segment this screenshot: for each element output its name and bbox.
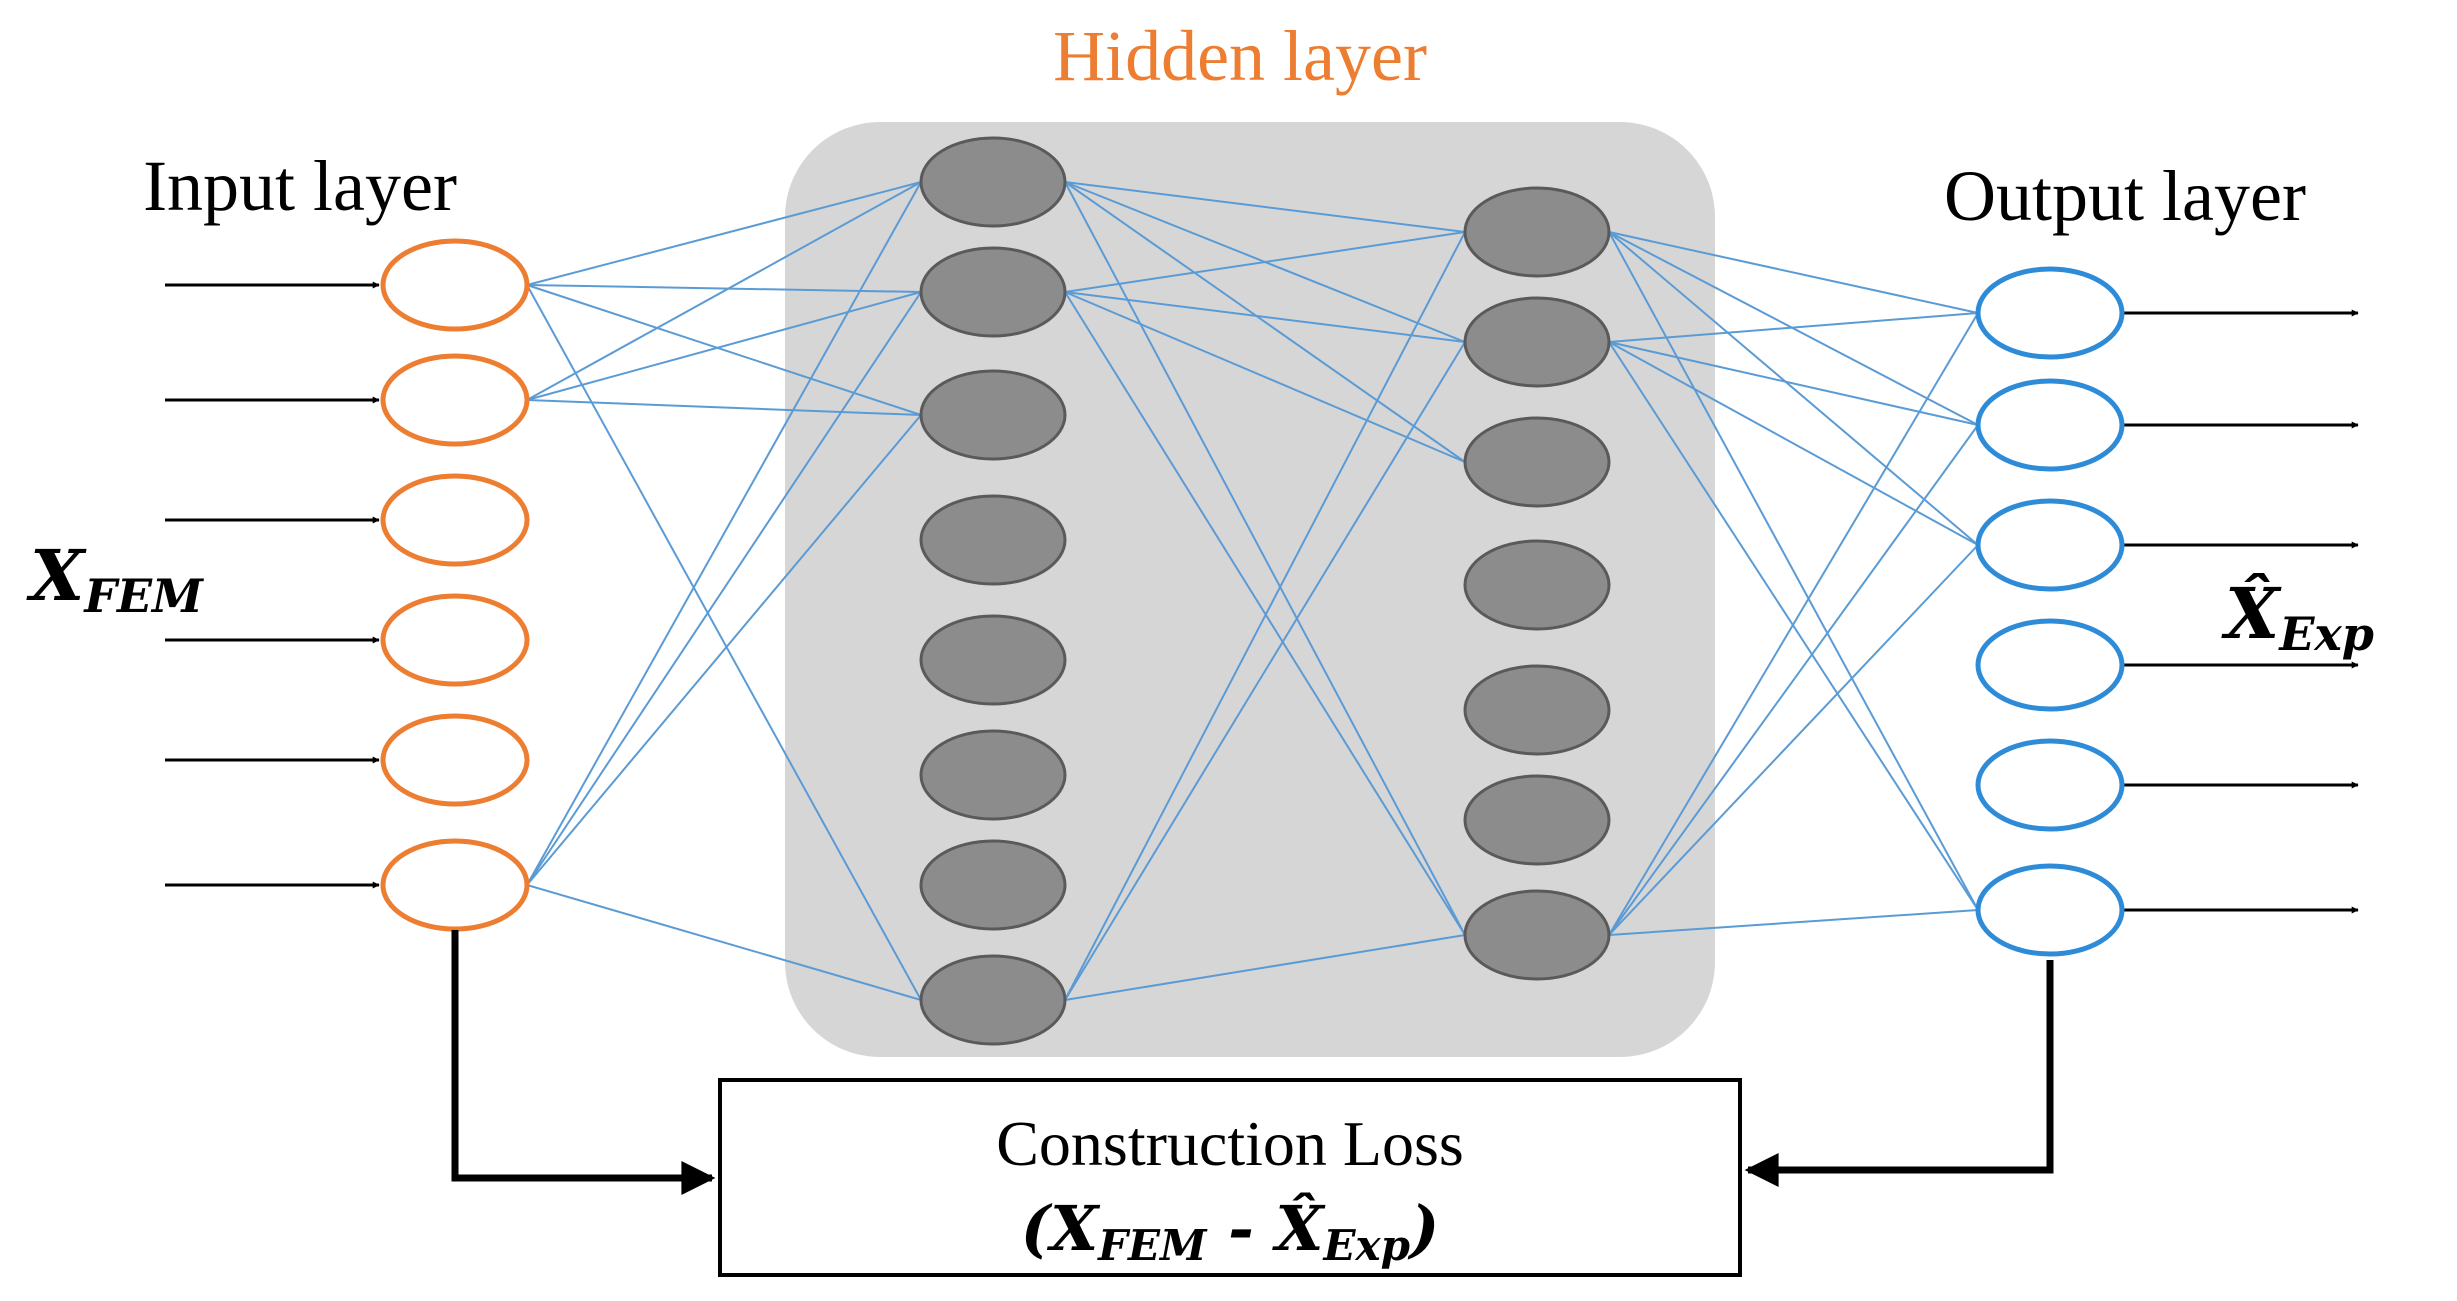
hidden-layer-label: Hidden layer bbox=[1053, 16, 1427, 96]
connection-hidden1-hidden2 bbox=[1064, 181, 1466, 936]
hidden2-node bbox=[1463, 889, 1611, 981]
output-to-loss-arrow bbox=[1744, 960, 2054, 1187]
connection-input-hidden1 bbox=[526, 399, 922, 416]
connection-hidden1-hidden2 bbox=[1064, 291, 1466, 936]
hidden2-node bbox=[1463, 186, 1611, 278]
hidden2-node bbox=[1463, 296, 1611, 388]
connection-hidden1-hidden2 bbox=[1064, 231, 1466, 1001]
connection-hidden1-hidden2 bbox=[1064, 291, 1466, 343]
input-node bbox=[380, 473, 530, 567]
output-node bbox=[1975, 266, 2125, 360]
connection-hidden2-output bbox=[1608, 312, 1979, 343]
input-to-loss-arrow bbox=[451, 930, 716, 1195]
hidden1-node bbox=[919, 494, 1067, 586]
output-node bbox=[1975, 863, 2125, 957]
connection-input-hidden1 bbox=[526, 284, 922, 1001]
connection-input-hidden1 bbox=[526, 181, 922, 286]
connection-input-hidden1 bbox=[526, 181, 922, 401]
input-node bbox=[380, 713, 530, 807]
construction-loss-formula: (XFEM - X̂Exp) bbox=[1021, 1192, 1440, 1270]
connection-hidden1-hidden2 bbox=[1064, 291, 1466, 463]
connection-hidden1-hidden2 bbox=[1064, 231, 1466, 293]
connection-hidden1-hidden2 bbox=[1064, 341, 1466, 1001]
hidden1-node bbox=[919, 246, 1067, 338]
nodes-group bbox=[380, 136, 2125, 1046]
connection-hidden2-output bbox=[1608, 341, 1979, 426]
hidden2-node bbox=[1463, 664, 1611, 756]
hidden1-node bbox=[919, 369, 1067, 461]
output-layer-label: Output layer bbox=[1944, 156, 2306, 236]
input-node bbox=[380, 238, 530, 332]
connection-hidden2-output bbox=[1608, 231, 1979, 546]
connection-input-hidden1 bbox=[526, 414, 922, 886]
construction-loss-box bbox=[718, 1078, 1742, 1277]
connection-hidden2-output bbox=[1608, 341, 1979, 911]
connections-group bbox=[526, 181, 1979, 1001]
output-node bbox=[1975, 498, 2125, 592]
connection-hidden2-output bbox=[1608, 909, 1979, 936]
connection-hidden2-output bbox=[1608, 231, 1979, 911]
input-node bbox=[380, 838, 530, 932]
hidden1-node bbox=[919, 954, 1067, 1046]
connection-input-hidden1 bbox=[526, 291, 922, 401]
hidden1-node bbox=[919, 729, 1067, 821]
hidden2-node bbox=[1463, 416, 1611, 508]
io-arrows-group bbox=[165, 281, 2359, 914]
hidden2-node bbox=[1463, 774, 1611, 866]
connection-input-hidden1 bbox=[526, 284, 922, 416]
connection-input-hidden1 bbox=[526, 181, 922, 886]
connection-input-hidden1 bbox=[526, 284, 922, 293]
input-symbol: XFEM bbox=[26, 534, 205, 623]
connection-hidden1-hidden2 bbox=[1064, 181, 1466, 233]
input-layer-label: Input layer bbox=[143, 146, 457, 226]
connection-hidden2-output bbox=[1608, 424, 1979, 936]
hidden2-node bbox=[1463, 539, 1611, 631]
connection-hidden1-hidden2 bbox=[1064, 934, 1466, 1001]
connection-hidden2-output bbox=[1608, 231, 1979, 314]
output-node bbox=[1975, 378, 2125, 472]
input-node bbox=[380, 353, 530, 447]
hidden1-node bbox=[919, 614, 1067, 706]
output-node bbox=[1975, 618, 2125, 712]
hidden1-node bbox=[919, 839, 1067, 931]
output-symbol: X̂Exp bbox=[2221, 572, 2374, 661]
input-node bbox=[380, 593, 530, 687]
connection-input-hidden1 bbox=[526, 291, 922, 886]
connection-hidden2-output bbox=[1608, 544, 1979, 936]
connection-hidden2-output bbox=[1608, 312, 1979, 936]
connection-hidden1-hidden2 bbox=[1064, 181, 1466, 463]
connection-input-hidden1 bbox=[526, 884, 922, 1001]
hidden1-node bbox=[919, 136, 1067, 228]
output-node bbox=[1975, 738, 2125, 832]
construction-loss-title: Construction Loss bbox=[996, 1108, 1464, 1179]
